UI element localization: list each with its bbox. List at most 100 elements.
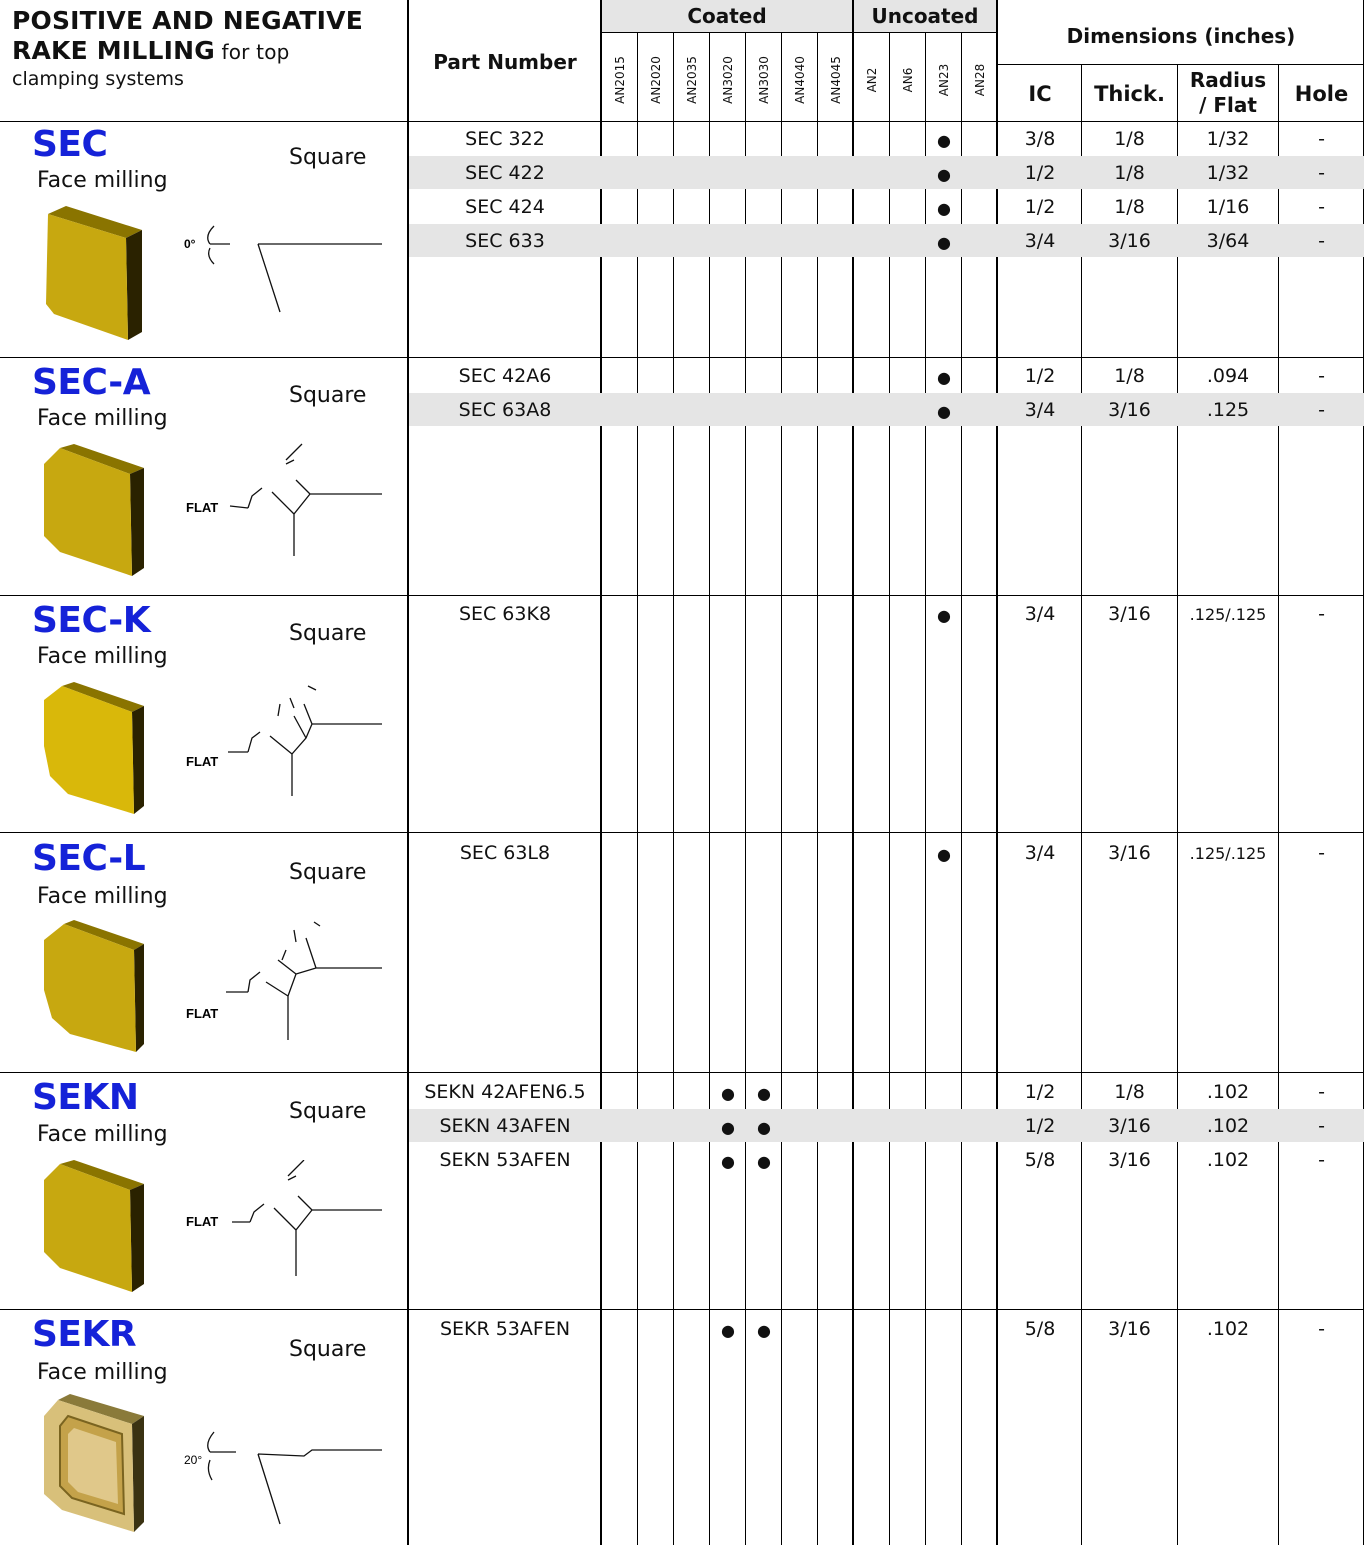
section-shape: Square <box>289 1337 367 1362</box>
radius-value: .125/.125 <box>1189 605 1267 624</box>
insert-image <box>44 682 144 814</box>
section-subtitle: Face milling <box>37 406 168 431</box>
part-number: SEKN 53AFEN <box>439 1149 571 1171</box>
hole-value: - <box>1318 842 1325 864</box>
thick-value: 1/8 <box>1114 365 1145 387</box>
hole-value: - <box>1318 1318 1325 1340</box>
part-number-header: Part Number <box>433 50 577 74</box>
radius-value: 1/32 <box>1206 128 1250 150</box>
thick-value: 3/16 <box>1108 603 1151 625</box>
flat-diagram: FLAT <box>186 685 382 796</box>
availability-dot: ● <box>937 845 951 864</box>
section-title: SEC <box>32 124 108 165</box>
grade-label: AN2015 <box>613 56 627 104</box>
insert-image <box>44 444 144 576</box>
part-number: SEC 63K8 <box>458 603 552 625</box>
section-subtitle: Face milling <box>37 884 168 909</box>
part-number: SEC 422 <box>465 162 545 184</box>
part-number: SEC 322 <box>465 128 545 150</box>
hole-value: - <box>1318 1149 1325 1171</box>
part-number: SEC 424 <box>465 196 545 218</box>
grade-header-an23: AN23 <box>926 40 962 120</box>
insert-image <box>44 1394 144 1532</box>
flat-diagram: FLAT <box>186 921 382 1040</box>
rake-angle-diagram: 20° <box>184 1431 382 1525</box>
availability-dot: ● <box>937 402 951 421</box>
section-shape: Square <box>289 1099 367 1124</box>
thick-value: 1/8 <box>1114 1081 1145 1103</box>
hole-value: - <box>1318 365 1325 387</box>
row-shade <box>409 1109 1364 1142</box>
thick-value: 1/8 <box>1114 196 1145 218</box>
grade-header-an4045: AN4045 <box>818 40 854 120</box>
section-divider <box>0 832 1364 833</box>
column-divider <box>407 0 409 1545</box>
title-line-3: clamping systems <box>12 68 184 90</box>
grade-label: AN6 <box>901 67 915 93</box>
title-tail: for top <box>214 40 290 64</box>
hole-value: - <box>1318 230 1325 252</box>
ic-value: 1/2 <box>1024 1081 1056 1103</box>
availability-dot: ● <box>757 1321 771 1340</box>
grade-label: AN2020 <box>649 56 663 104</box>
availability-dot: ● <box>721 1152 735 1171</box>
title-bold-part: RAKE MILLING <box>12 36 215 65</box>
flat-label: / Flat <box>1199 93 1257 117</box>
section-title: SEKN <box>32 1077 139 1118</box>
diagram-label: FLAT <box>186 500 218 515</box>
thick-value: 3/16 <box>1108 399 1151 421</box>
availability-dot: ● <box>721 1118 735 1137</box>
column-divider <box>996 0 998 1545</box>
column-divider <box>1081 64 1082 1545</box>
availability-dot: ● <box>937 606 951 625</box>
grade-header-an3030: AN3030 <box>746 40 782 120</box>
radius-value: .102 <box>1206 1115 1250 1137</box>
column-divider <box>852 0 854 1545</box>
column-divider <box>709 32 710 1545</box>
section-divider <box>0 595 1364 596</box>
hole-value: - <box>1318 128 1325 150</box>
hole-value: - <box>1318 1081 1325 1103</box>
radius-value: .125/.125 <box>1189 844 1267 863</box>
availability-dot: ● <box>757 1118 771 1137</box>
section-divider <box>0 1309 1364 1310</box>
ic-value: 3/8 <box>1024 128 1056 150</box>
radius-value: 3/64 <box>1206 230 1250 252</box>
hole-value: - <box>1318 399 1325 421</box>
column-divider <box>1278 64 1279 1545</box>
thick-value: 3/16 <box>1108 842 1151 864</box>
rake-angle-diagram: 0° <box>184 225 382 313</box>
ic-value: 3/4 <box>1024 230 1056 252</box>
column-divider <box>961 32 962 1545</box>
diagram-label: FLAT <box>186 1214 218 1229</box>
dimensions-header: Dimensions (inches) <box>1066 24 1296 48</box>
grade-header-an2015: AN2015 <box>602 40 638 120</box>
grade-header-an3020: AN3020 <box>710 40 746 120</box>
group-underline <box>602 32 852 33</box>
grade-label: AN28 <box>973 63 987 97</box>
column-divider <box>673 32 674 1545</box>
part-number: SEC 633 <box>465 230 545 252</box>
section-title: SEC-K <box>32 600 151 641</box>
radius-value: 1/32 <box>1206 162 1250 184</box>
availability-dot: ● <box>721 1084 735 1103</box>
hole-header: Hole <box>1294 82 1349 106</box>
grade-label: AN2035 <box>685 56 699 104</box>
radius-value: .102 <box>1206 1149 1250 1171</box>
section-shape: Square <box>289 860 367 885</box>
part-number: SEKR 53AFEN <box>439 1318 571 1340</box>
thick-value: 1/8 <box>1114 162 1145 184</box>
ic-value: 5/8 <box>1024 1318 1056 1340</box>
section-shape: Square <box>289 621 367 646</box>
title-line-1: POSITIVE AND NEGATIVE <box>12 6 364 35</box>
column-divider <box>1177 64 1178 1545</box>
thick-value: 3/16 <box>1108 1318 1151 1340</box>
section-subtitle: Face milling <box>37 1122 168 1147</box>
header-divider <box>0 121 1364 122</box>
ic-header: IC <box>1028 82 1052 106</box>
ic-value: 3/4 <box>1024 842 1056 864</box>
grade-header-an6: AN6 <box>890 40 926 120</box>
diagram-label: FLAT <box>186 754 218 769</box>
row-shade <box>409 224 1364 257</box>
grade-label: AN3020 <box>721 56 735 104</box>
